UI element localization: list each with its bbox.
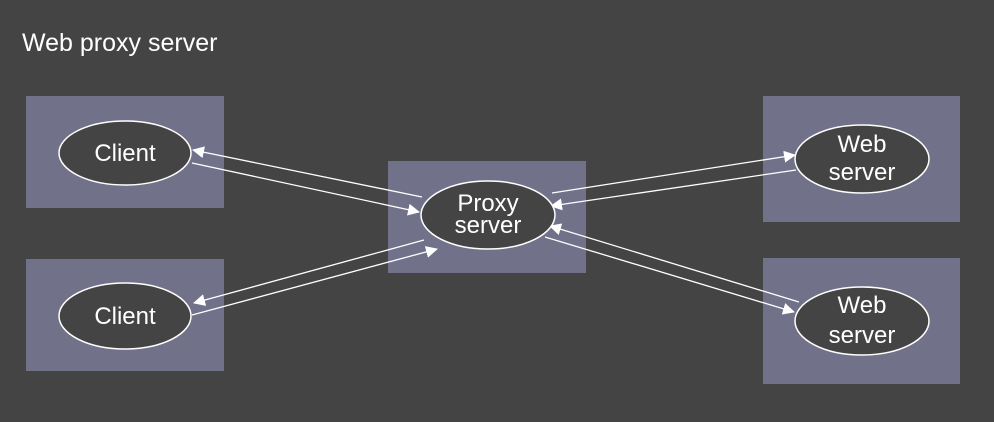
arrow-proxy-to-web-bottom [544,236,795,315]
web-bottom-label-line2: server [829,322,896,349]
client-top-label: Client [94,140,156,167]
arrow-client-top-to-proxy [191,162,420,216]
web-server-top-node: Web server [794,124,930,194]
web-bottom-label-line1: Web [838,292,887,319]
client-top-node: Client [58,120,192,186]
arrow-proxy-to-client-top [192,146,423,198]
web-top-label-line2: server [829,159,896,186]
proxy-label-line2: server [455,212,522,239]
arrow-web-top-to-proxy [550,169,797,211]
proxy-server-node: Proxy server [420,180,556,250]
client-bottom-label: Client [94,303,156,330]
arrow-client-bottom-to-proxy [191,246,438,316]
arrow-web-bottom-to-proxy [549,223,800,303]
diagram-title: Web proxy server [22,29,217,57]
arrow-proxy-to-client-bottom [193,239,425,306]
arrow-proxy-to-web-top [551,150,796,194]
client-bottom-node: Client [58,282,192,350]
web-server-bottom-node: Web server [794,286,930,356]
proxy-label-line1: Proxy [457,190,518,217]
web-top-label-line1: Web [838,131,887,158]
